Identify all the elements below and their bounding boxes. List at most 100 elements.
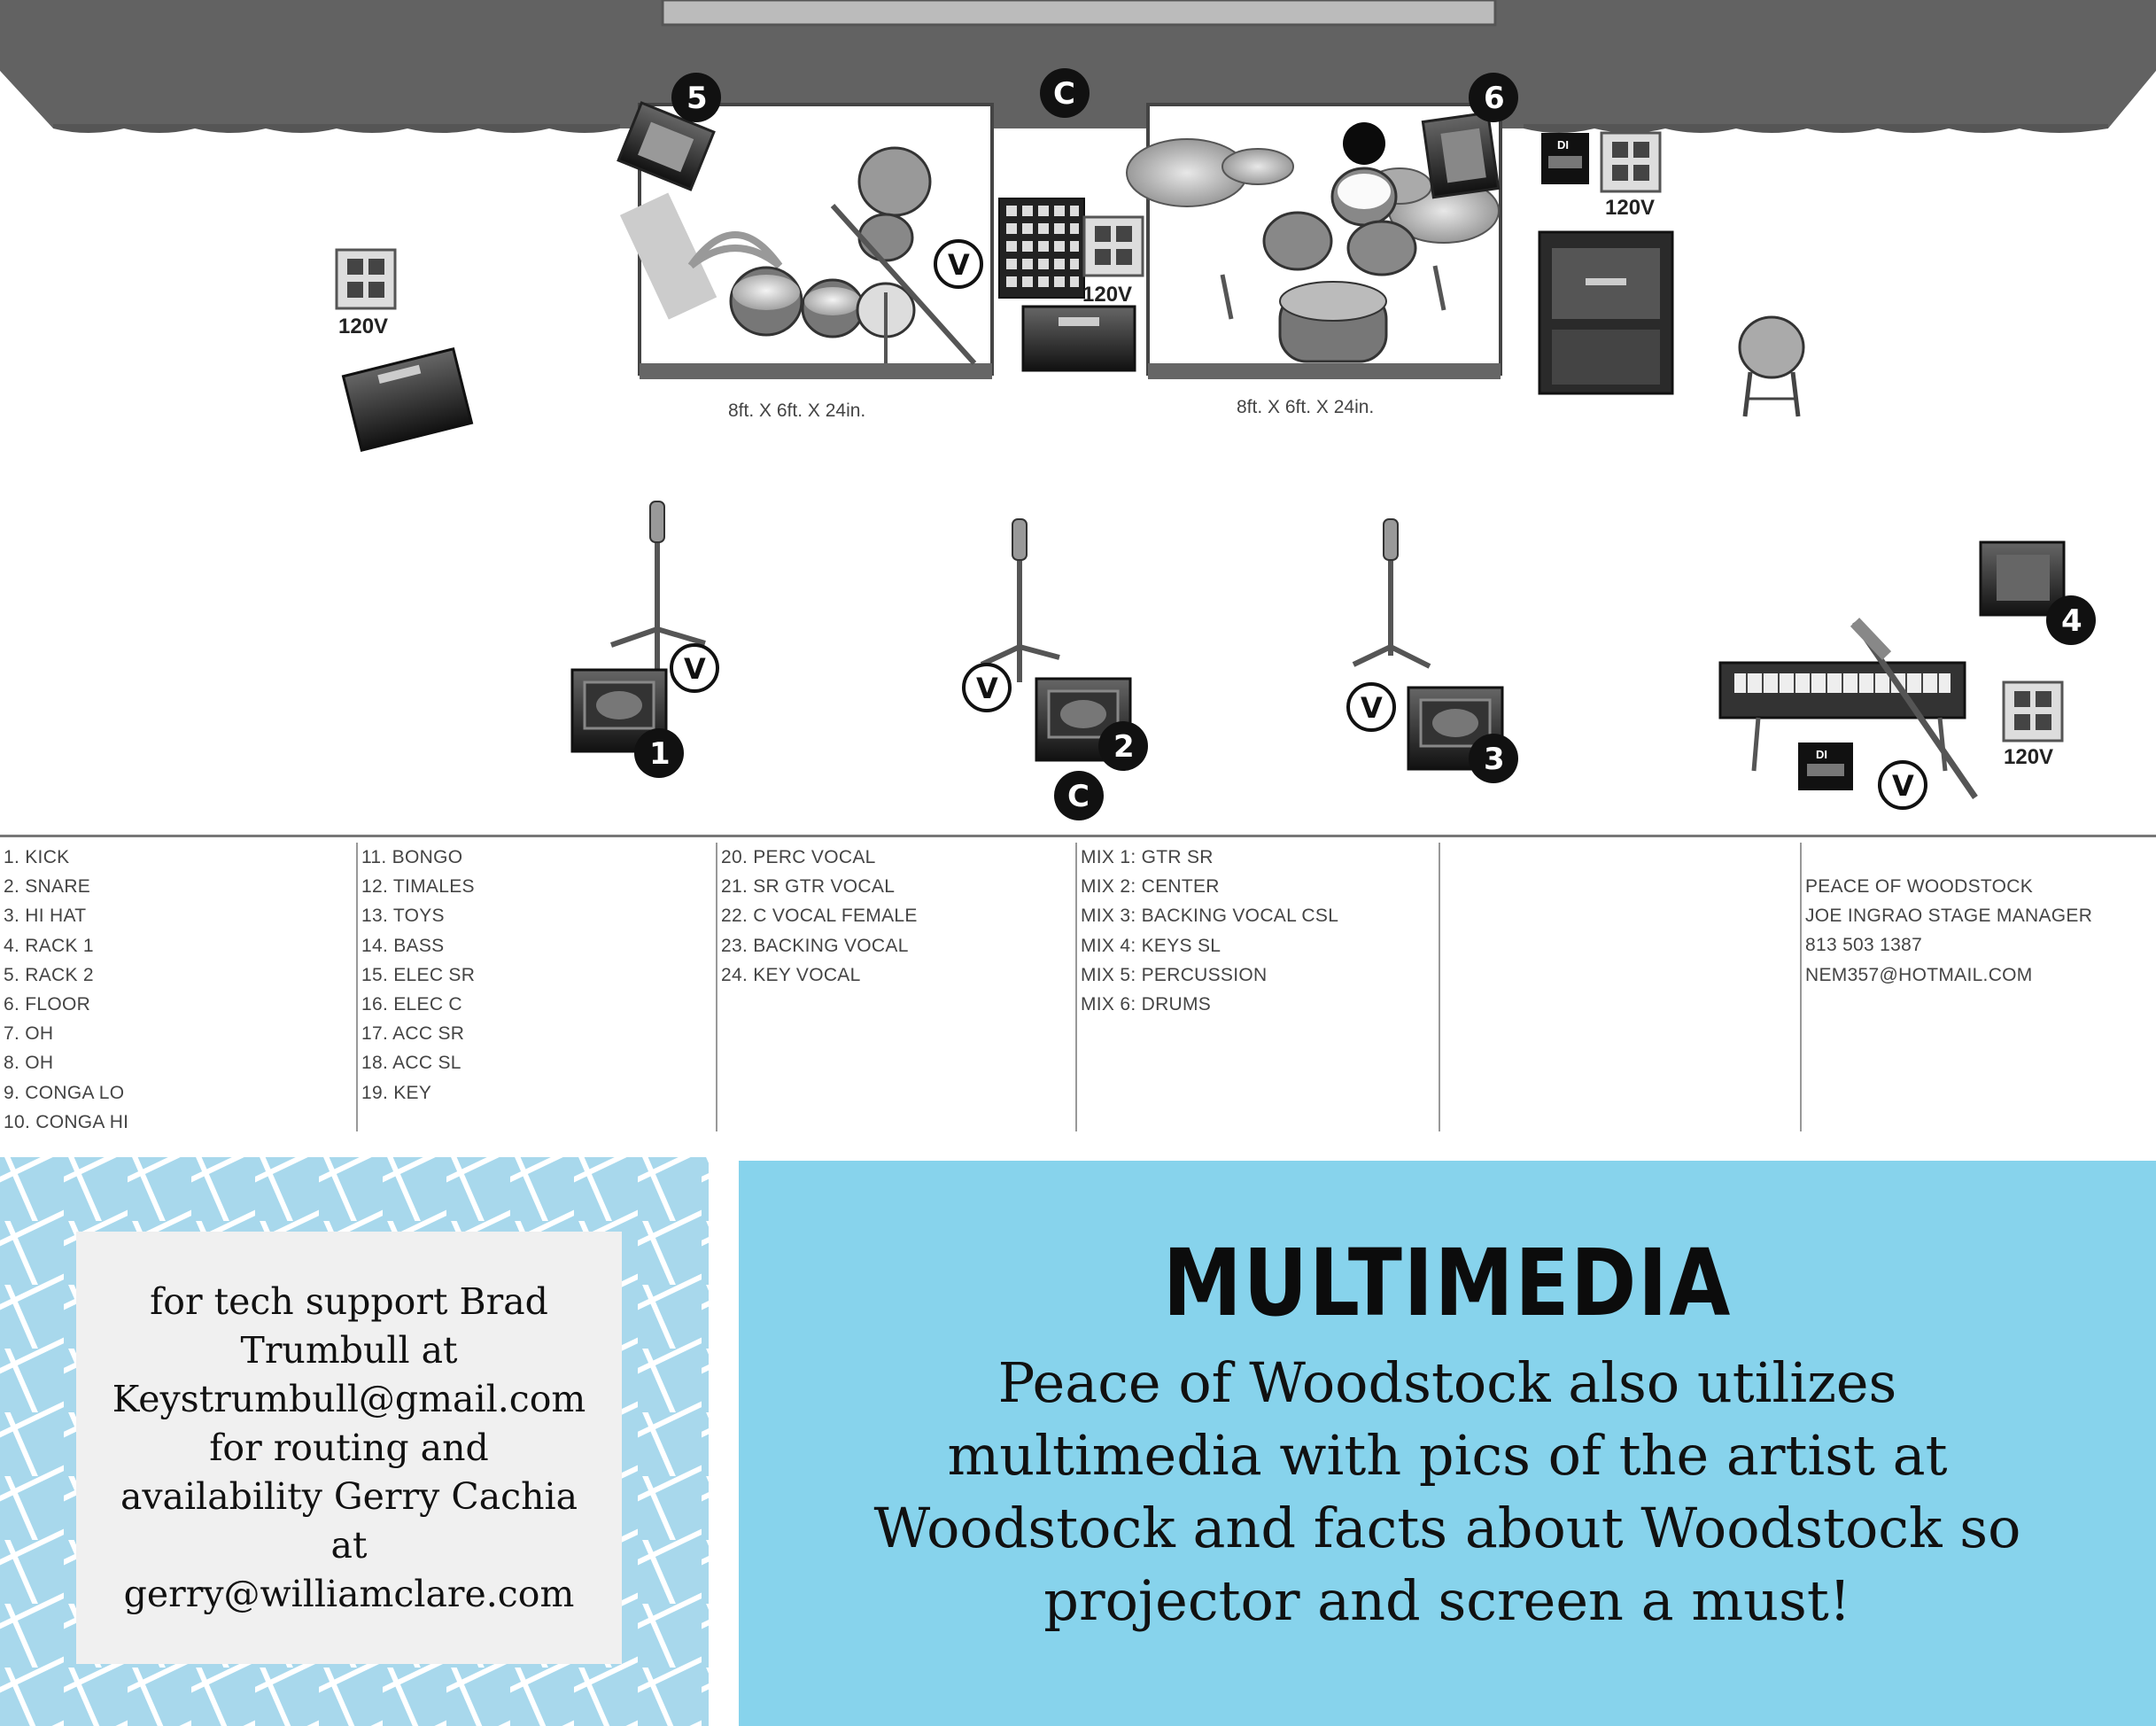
outlet-label: 120V [1082, 283, 1132, 307]
input-item: 4. RACK 1 [4, 935, 94, 956]
multimedia-line: Peace of Woodstock also utilizes [997, 1350, 1897, 1415]
badge-4: 4 [2046, 595, 2096, 645]
monitor-4 [1979, 540, 2066, 617]
center-marker-top: C [1040, 68, 1090, 118]
input-item: 1. KICK [4, 847, 70, 867]
input-item: 16. ELEC C [361, 993, 462, 1015]
input-item: 23. BACKING VOCAL [721, 935, 909, 956]
svg-text:V: V [976, 672, 998, 705]
multimedia-line: Woodstock and facts about Woodstock so [873, 1496, 2021, 1560]
bass-amp [1021, 305, 1136, 372]
multimedia-line: multimedia with pics of the artist at [947, 1423, 1948, 1488]
badge-6: 6 [1469, 73, 1518, 122]
power-outlet-sl: 120V [2002, 680, 2064, 769]
mic-stand-1 [610, 501, 706, 673]
tech-support-line: for routing and [209, 1426, 489, 1469]
stage-curtain [0, 0, 2156, 133]
tech-support-line: at [330, 1523, 368, 1567]
input-column-1: 1. KICK 2. SNARE 3. HI HAT 4. RACK 1 5. … [0, 843, 358, 1132]
stage-diagram: DI 120V 120V 120V [0, 0, 2156, 820]
badge-3: 3 [1469, 734, 1518, 783]
tech-support-email: Keystrumbull@gmail.com [112, 1377, 586, 1420]
svg-text:V: V [1361, 691, 1383, 725]
input-item: 17. ACC SR [361, 1023, 465, 1045]
input-item: 5. RACK 2 [4, 964, 94, 985]
input-item: 15. ELEC SR [361, 964, 476, 985]
input-list: 1. KICK 2. SNARE 3. HI HAT 4. RACK 1 5. … [0, 835, 2156, 1136]
input-item: 14. BASS [361, 935, 445, 956]
outlet-label: 120V [1605, 196, 1655, 220]
input-item: 20. PERC VOCAL [721, 847, 876, 867]
svg-text:C: C [1053, 76, 1075, 112]
stage-plot: DI 120V 120V 120V [0, 0, 2156, 1136]
riser-percussion [619, 103, 994, 379]
svg-text:V: V [1892, 769, 1914, 803]
svg-text:4: 4 [2061, 603, 2082, 639]
contact-band-name: PEACE OF WOODSTOCK [1805, 876, 2034, 897]
tech-support-line: Trumbull at [240, 1328, 458, 1372]
badge-2: 2 [1098, 721, 1148, 771]
input-item: 7. OH [4, 1023, 54, 1045]
monitor-percussion [617, 101, 716, 191]
input-column-2: 11. BONGO 12. TIMALES 13. TOYS 14. BASS … [358, 843, 717, 1131]
di-label: DI [1816, 748, 1827, 761]
keyboard [1718, 618, 1978, 799]
multimedia-line: projector and screen a must! [1043, 1568, 1851, 1633]
input-item: 18. ACC SL [361, 1053, 461, 1074]
input-item: 21. SR GTR VOCAL [721, 876, 896, 898]
mix-item: MIX 4: KEYS SL [1081, 935, 1221, 956]
svg-text:6: 6 [1484, 81, 1505, 116]
input-item: 2. SNARE [4, 876, 91, 898]
input-item: 13. TOYS [361, 906, 445, 927]
mix-item: MIX 5: PERCUSSION [1081, 964, 1268, 985]
input-item: 6. FLOOR [4, 993, 91, 1015]
stool [1738, 315, 1805, 417]
input-item: 3. HI HAT [4, 906, 87, 927]
di-label: DI [1557, 138, 1569, 152]
routing-email: gerry@williamclare.com [123, 1572, 575, 1615]
input-item: 11. BONGO [361, 847, 463, 867]
tech-support-card: for tech support Brad Trumbull at Keystr… [76, 1232, 622, 1664]
monitor-drums [1421, 111, 1501, 199]
center-marker-bottom: C [1054, 771, 1104, 820]
riser-right-dims: 8ft. X 6ft. X 24in. [1237, 397, 1374, 417]
contact-column: PEACE OF WOODSTOCK JOE INGRAO STAGE MANA… [1802, 843, 2156, 1131]
input-item: 19. KEY [361, 1082, 432, 1103]
empty-column [1440, 843, 1802, 1131]
input-item: 8. OH [4, 1053, 54, 1074]
vocal-marker-2: V [962, 663, 1012, 712]
contact-email: NEM357@HOTMAIL.COM [1805, 964, 2033, 985]
input-item: 9. CONGA LO [4, 1082, 125, 1103]
monitor-mix-column: MIX 1: GTR SR MIX 2: CENTER MIX 3: BACKI… [1077, 843, 1440, 1131]
svg-text:V: V [684, 652, 706, 686]
multimedia-heading: MULTIMEDIA [1162, 1229, 1733, 1337]
svg-text:3: 3 [1484, 742, 1505, 777]
di-box-keys: DI [1798, 742, 1853, 790]
wedge-monitor-3 [1407, 686, 1504, 771]
mix-item: MIX 3: BACKING VOCAL CSL [1081, 906, 1339, 927]
badge-1: 1 [634, 728, 684, 778]
svg-text:1: 1 [649, 736, 671, 772]
mic-stand-2 [980, 518, 1060, 682]
tech-support-line: for tech support Brad [150, 1279, 548, 1323]
vocal-marker-percussion: V [934, 239, 983, 289]
svg-text:2: 2 [1113, 729, 1135, 765]
vocal-marker-3: V [1346, 682, 1396, 732]
power-outlet-sr: 120V [335, 248, 397, 338]
mix-item: MIX 6: DRUMS [1081, 993, 1212, 1015]
outlet-label: 120V [2004, 745, 2053, 769]
contact-phone: 813 503 1387 [1805, 935, 1923, 956]
svg-text:5: 5 [686, 81, 708, 116]
mix-item: MIX 2: CENTER [1081, 876, 1220, 898]
input-column-3: 20. PERC VOCAL 21. SR GTR VOCAL 22. C VO… [717, 843, 1077, 1131]
tech-support-line: availability Gerry Cachia [120, 1474, 578, 1518]
riser-left-dims: 8ft. X 6ft. X 24in. [728, 400, 865, 421]
vocal-marker-1: V [670, 643, 719, 693]
input-item: 24. KEY VOCAL [721, 964, 861, 985]
outlet-label: 120V [338, 315, 388, 338]
mic-stand-3 [1352, 518, 1431, 669]
multimedia-panel: MULTIMEDIA Peace of Woodstock also utili… [739, 1161, 2156, 1726]
input-item: 10. CONGA HI [4, 1111, 129, 1132]
mix-item: MIX 1: GTR SR [1081, 847, 1214, 867]
contact-manager: JOE INGRAO STAGE MANAGER [1805, 906, 2093, 927]
